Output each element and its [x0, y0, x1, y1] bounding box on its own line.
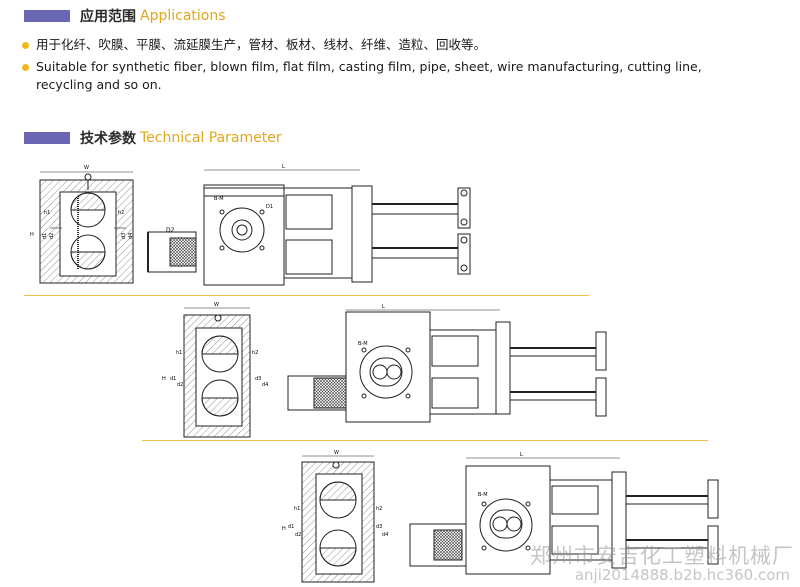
- drawing-1-section-view: W H h1 h2 d1 d2 d3 d4: [30, 165, 134, 284]
- section-bar-icon: [24, 132, 70, 144]
- dim-d2: d2: [295, 532, 301, 538]
- dim-h1: h1: [294, 506, 300, 512]
- technical-header: 技术参数 Technical Parameter: [24, 128, 282, 148]
- applications-header: 应用范围 Applications: [24, 6, 226, 26]
- dim-w: W: [214, 302, 219, 308]
- dim-h: H: [162, 376, 166, 382]
- divider: [142, 440, 708, 441]
- dim-h1: h1: [176, 350, 182, 356]
- dim-w: W: [84, 165, 89, 171]
- drawing-3-section-view: W h1 h2 H d1 d2 d3 d4: [282, 450, 388, 583]
- dim-l: L: [520, 452, 523, 458]
- dim-l: L: [382, 304, 385, 310]
- watermark-url: anji2014888.b2b.hc360.com: [574, 566, 790, 584]
- dim-d3: d3: [121, 233, 127, 239]
- dim-d1: d1: [42, 233, 48, 239]
- bullet-icon: [22, 64, 29, 71]
- bullet-icon: [22, 42, 29, 49]
- drawing-3-front-view: B-M L: [409, 452, 719, 575]
- dim-w: W: [334, 450, 339, 456]
- applications-title-cn: 应用范围: [80, 9, 136, 25]
- technical-title-cn: 技术参数: [80, 131, 136, 147]
- dim-d4: d4: [382, 532, 388, 538]
- section-bar-icon: [24, 10, 70, 22]
- dim-h2: h2: [376, 506, 382, 512]
- dim-d2: d2: [49, 233, 55, 239]
- dim-d1: d1: [288, 524, 294, 530]
- dim-bm: B-M: [358, 341, 368, 347]
- dim-d1: d1: [170, 376, 176, 382]
- applications-item-en: Suitable for synthetic fiber, blown film…: [22, 58, 762, 94]
- dim-d2: d2: [177, 382, 183, 388]
- dim-l: L: [282, 164, 285, 170]
- dim-h: H: [282, 526, 286, 532]
- drawing-2-front-view: B-M L: [287, 304, 607, 423]
- dim-h2: h2: [252, 350, 258, 356]
- dim-d4: d4: [128, 233, 134, 239]
- drawing-1-front-view: D2 B-M D1 L: [147, 164, 471, 286]
- dim-d2-big: D2: [166, 227, 175, 234]
- applications-item-text: Suitable for synthetic fiber, blown film…: [36, 59, 702, 92]
- dim-d3: d3: [255, 376, 261, 382]
- divider: [24, 295, 589, 296]
- dim-bm: B-M: [214, 196, 224, 202]
- technical-title-en: Technical Parameter: [140, 130, 282, 146]
- dim-d1-big: D1: [266, 204, 273, 210]
- dim-h2: h2: [118, 210, 124, 216]
- dim-bm: B-M: [478, 492, 488, 498]
- dim-h: H: [30, 232, 34, 238]
- dim-d3: d3: [376, 524, 382, 530]
- dim-d4: d4: [262, 382, 268, 388]
- drawing-2-section-view: W h1 h2 H d1 d2 d3 d4: [162, 302, 268, 438]
- applications-title-en: Applications: [140, 8, 226, 24]
- dim-h1: h1: [44, 210, 50, 216]
- watermark-company: 郑州市安吉化工塑料机械厂: [530, 544, 794, 568]
- applications-item-text: 用于化纤、吹膜、平膜、流延膜生产，管材、板材、线材、纤维、造粒、回收等。: [36, 37, 487, 52]
- applications-item-cn: 用于化纤、吹膜、平膜、流延膜生产，管材、板材、线材、纤维、造粒、回收等。: [22, 36, 762, 54]
